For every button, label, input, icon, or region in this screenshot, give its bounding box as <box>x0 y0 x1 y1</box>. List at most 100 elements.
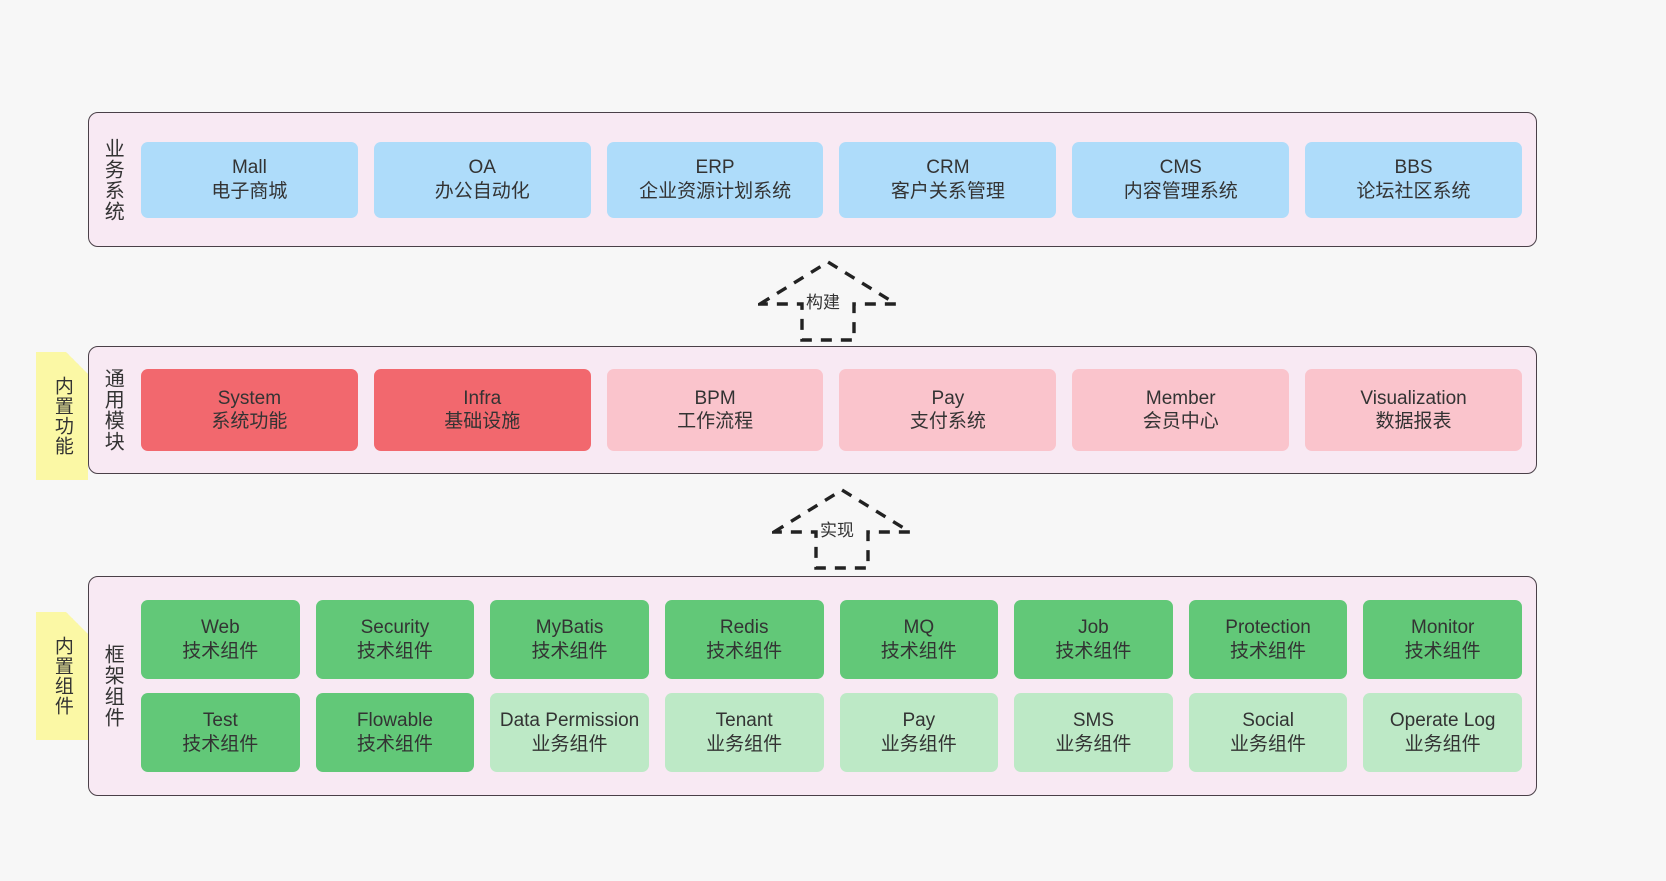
card-pay-biz[interactable]: Pay 业务组件 <box>839 693 999 772</box>
card-title: Tenant <box>715 710 773 732</box>
card-infra[interactable]: Infra 基础设施 <box>373 369 591 451</box>
card-subtitle: 业务组件 <box>531 733 608 755</box>
card-subtitle: 技术组件 <box>706 640 783 662</box>
card-title: Web <box>200 617 240 639</box>
card-title: Data Permission <box>499 710 640 732</box>
note-builtin-components: 内置组件 <box>36 612 88 740</box>
card-social[interactable]: Social 业务组件 <box>1188 693 1348 772</box>
card-security[interactable]: Security 技术组件 <box>315 600 475 679</box>
card-title: Monitor <box>1411 617 1475 639</box>
card-subtitle: 系统功能 <box>211 411 288 432</box>
card-subtitle: 电子商城 <box>211 180 288 202</box>
card-subtitle: 客户关系管理 <box>890 180 1005 202</box>
card-tenant[interactable]: Tenant 业务组件 <box>664 693 824 772</box>
card-subtitle: 支付系统 <box>909 411 986 432</box>
card-row: Web 技术组件 Security 技术组件 MyBatis 技术组件 Redi… <box>141 600 1522 679</box>
card-title: CMS <box>1159 157 1202 179</box>
card-bpm[interactable]: BPM 工作流程 <box>606 369 824 451</box>
card-crm[interactable]: CRM 客户关系管理 <box>839 141 1057 218</box>
note-label: 内置组件 <box>51 636 73 716</box>
card-title: SMS <box>1072 710 1115 732</box>
card-subtitle: 技术组件 <box>531 640 608 662</box>
card-cms[interactable]: CMS 内容管理系统 <box>1072 141 1290 218</box>
card-monitor[interactable]: Monitor 技术组件 <box>1363 600 1522 679</box>
card-title: Protection <box>1225 617 1311 639</box>
note-label: 内置功能 <box>51 376 73 456</box>
card-title: Redis <box>719 617 769 639</box>
card-title: Flowable <box>356 710 433 732</box>
connector-build-arrow <box>758 260 898 342</box>
note-builtin-features: 内置功能 <box>36 352 88 480</box>
card-subtitle: 会员中心 <box>1142 411 1219 432</box>
layer-business-system: 业务系统 Mall 电子商城 OA 办公自动化 ERP 企业资源计划系统 CRM… <box>88 112 1537 247</box>
layer-common-module: 通用模块 System 系统功能 Infra 基础设施 BPM 工作流程 Pay… <box>88 346 1537 474</box>
card-title: OA <box>468 157 496 179</box>
card-row: System 系统功能 Infra 基础设施 BPM 工作流程 Pay 支付系统… <box>141 369 1522 451</box>
card-test[interactable]: Test 技术组件 <box>141 693 300 772</box>
card-title: MQ <box>903 617 935 639</box>
card-title: ERP <box>695 157 735 179</box>
card-bbs[interactable]: BBS 论坛社区系统 <box>1305 141 1522 218</box>
card-mybatis[interactable]: MyBatis 技术组件 <box>490 600 649 679</box>
card-subtitle: 技术组件 <box>1404 640 1481 662</box>
layer-body-business-system: Mall 电子商城 OA 办公自动化 ERP 企业资源计划系统 CRM 客户关系… <box>135 113 1536 246</box>
card-subtitle: 办公自动化 <box>434 180 530 202</box>
connector-realize-label: 实现 <box>820 521 854 540</box>
layer-title-business-system: 业务系统 <box>101 137 124 222</box>
card-title: Pay <box>931 387 965 409</box>
connector-build: 构建 <box>758 258 898 342</box>
card-subtitle: 技术组件 <box>182 640 259 662</box>
card-operate-log[interactable]: Operate Log 业务组件 <box>1363 693 1522 772</box>
card-subtitle: 技术组件 <box>356 733 433 755</box>
card-row: Mall 电子商城 OA 办公自动化 ERP 企业资源计划系统 CRM 客户关系… <box>141 141 1522 218</box>
card-subtitle: 业务组件 <box>706 733 783 755</box>
card-subtitle: 业务组件 <box>1055 733 1132 755</box>
card-title: Security <box>360 617 430 639</box>
card-title: Operate Log <box>1389 710 1496 732</box>
card-job[interactable]: Job 技术组件 <box>1014 600 1173 679</box>
card-web[interactable]: Web 技术组件 <box>141 600 300 679</box>
card-subtitle: 技术组件 <box>356 640 433 662</box>
card-title: Member <box>1145 387 1216 409</box>
card-redis[interactable]: Redis 技术组件 <box>664 600 824 679</box>
card-data-permission[interactable]: Data Permission 业务组件 <box>490 693 649 772</box>
card-row: Test 技术组件 Flowable 技术组件 Data Permission … <box>141 693 1522 772</box>
card-oa[interactable]: OA 办公自动化 <box>373 141 591 218</box>
card-flowable[interactable]: Flowable 技术组件 <box>315 693 475 772</box>
layer-title-framework-component: 框架组件 <box>101 644 124 728</box>
card-system[interactable]: System 系统功能 <box>141 369 358 451</box>
note-fold-corner <box>66 352 88 374</box>
card-subtitle: 技术组件 <box>1230 640 1307 662</box>
card-mq[interactable]: MQ 技术组件 <box>839 600 999 679</box>
card-title: Test <box>202 710 238 732</box>
card-title: Pay <box>902 710 936 732</box>
card-protection[interactable]: Protection 技术组件 <box>1188 600 1348 679</box>
card-title: Infra <box>463 387 502 409</box>
card-member[interactable]: Member 会员中心 <box>1072 369 1290 451</box>
layer-framework-component: 框架组件 Web 技术组件 Security 技术组件 MyBatis 技术组件… <box>88 576 1537 796</box>
card-erp[interactable]: ERP 企业资源计划系统 <box>606 141 824 218</box>
card-title: Visualization <box>1360 387 1467 409</box>
note-fold-corner <box>66 612 88 634</box>
card-title: Mall <box>231 157 267 179</box>
card-title: BPM <box>694 387 736 409</box>
card-subtitle: 数据报表 <box>1375 411 1452 432</box>
card-mall[interactable]: Mall 电子商城 <box>141 141 358 218</box>
card-sms[interactable]: SMS 业务组件 <box>1014 693 1173 772</box>
connector-build-label: 构建 <box>806 293 840 312</box>
card-subtitle: 技术组件 <box>1055 640 1132 662</box>
card-subtitle: 内容管理系统 <box>1123 180 1238 202</box>
card-subtitle: 业务组件 <box>1404 733 1481 755</box>
card-subtitle: 业务组件 <box>1230 733 1307 755</box>
card-subtitle: 技术组件 <box>182 733 259 755</box>
card-pay[interactable]: Pay 支付系统 <box>839 369 1057 451</box>
card-subtitle: 论坛社区系统 <box>1356 180 1471 202</box>
card-title: BBS <box>1394 157 1433 179</box>
layer-body-common-module: System 系统功能 Infra 基础设施 BPM 工作流程 Pay 支付系统… <box>135 347 1536 473</box>
card-title: System <box>217 387 282 409</box>
card-visualization[interactable]: Visualization 数据报表 <box>1305 369 1522 451</box>
card-title: Social <box>1242 710 1294 732</box>
layer-body-framework-component: Web 技术组件 Security 技术组件 MyBatis 技术组件 Redi… <box>135 577 1536 795</box>
card-subtitle: 业务组件 <box>880 733 957 755</box>
